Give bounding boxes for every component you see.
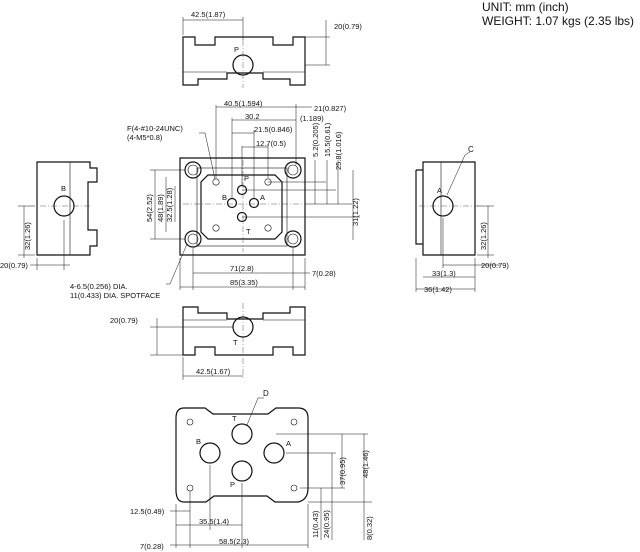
bottom-dim-offset: 20(0.79) — [110, 316, 138, 325]
callout-c: C — [468, 145, 474, 154]
dim-54: 54(2.52) — [145, 194, 154, 222]
dim-25-8: 25.8(1.016) — [334, 131, 343, 170]
top-dim-offset: 20(0.79) — [334, 22, 362, 31]
face-dim-24: 24(0.95) — [322, 510, 331, 538]
port-p-label: P — [234, 45, 239, 54]
right-dim-36: 36(1.42) — [424, 285, 452, 294]
right-dim-offset: 20(0.79) — [481, 261, 509, 270]
dim-15-5: 15.5(0.61) — [323, 122, 332, 157]
face-port-t — [231, 423, 253, 445]
face-port-t-label: T — [232, 414, 237, 423]
face-port-p-label: P — [230, 480, 235, 489]
hole-note-1: 4-6.5(0.256) DIA. — [70, 282, 128, 291]
plan-view: P B A T 40.5(1.594) 21(0.827) 30.2 (1.18… — [70, 99, 360, 300]
plan-port-a-label: A — [260, 193, 265, 202]
dim-21-5: 21.5(0.846) — [254, 125, 293, 134]
bottom-port-t-label: T — [233, 338, 238, 347]
dim-32-5: 32.5(1.28) — [165, 187, 174, 222]
dim-48: 48(1.89) — [156, 194, 165, 222]
dim-40-5: 40.5(1.594) — [224, 99, 263, 108]
face-dim-11: 11(0.43) — [311, 510, 320, 538]
thread-note-2: (4-M5*0.8) — [127, 133, 163, 142]
dim-31: 31(1.22) — [351, 198, 360, 226]
face-dim-37: 37(0.95) — [338, 457, 347, 485]
dim-1-189: (1.189) — [300, 114, 324, 123]
face-port-p — [231, 460, 253, 482]
side-port-b-label: B — [61, 184, 66, 193]
dim-21: 21(0.827) — [314, 104, 347, 113]
dim-5-2: 5.2(0.205) — [311, 122, 320, 157]
bottom-dim-width: 42.5(1.67) — [196, 367, 231, 376]
dim-85: 85(3.35) — [230, 278, 258, 287]
dim-30-2: 30.2 — [245, 112, 260, 121]
face-dim-58-5: 58.5(2.3) — [219, 537, 250, 546]
bottom-elevation-view: T 20(0.79) 42.5(1.67) — [110, 303, 306, 380]
face-dim-35-5: 35.5(1.4) — [199, 517, 230, 526]
unit-weight-block: UNIT: mm (inch) WEIGHT: 1.07 kgs (2.35 l… — [482, 0, 634, 28]
hole-note-2: 11(0.433) DIA. SPOTFACE — [70, 291, 160, 300]
plan-port-b — [226, 197, 238, 209]
dim-71: 71(2.8) — [230, 264, 254, 273]
callout-d: D — [263, 389, 269, 398]
right-side-view: A C 32(1.26) 20(0.79) 33(1.3) 36(1.42) — [415, 145, 509, 294]
mount-hole-tl — [184, 161, 202, 179]
top-dim-width: 42.5(1.87) — [191, 10, 226, 19]
plan-port-a — [248, 197, 260, 209]
unit-label: UNIT: mm (inch) — [482, 0, 569, 14]
mount-hole-bl — [184, 230, 202, 248]
face-port-b-label: B — [196, 437, 201, 446]
dim-12-7: 12.7(0.5) — [256, 139, 287, 148]
side-port-a-label: A — [437, 186, 442, 195]
dim-7: 7(0.28) — [312, 269, 336, 278]
face-dim-8: 8(0.32) — [365, 516, 374, 540]
plan-port-p-label: P — [244, 174, 249, 183]
face-port-a — [263, 442, 285, 464]
face-port-b — [199, 442, 221, 464]
top-elevation-view: P 42.5(1.87) 20(0.79) — [182, 10, 362, 88]
face-dim-7: 7(0.28) — [140, 542, 164, 551]
thread-note-1: F(4-#10-24UNC) — [127, 124, 183, 133]
plan-port-b-label: B — [222, 193, 227, 202]
mount-hole-br — [284, 230, 302, 248]
port-face-view: T B A P D 37(0.95) 48(1.46) 11(0.43) 24(… — [130, 389, 374, 551]
mount-hole-tr — [284, 161, 302, 179]
plan-port-t-label: T — [246, 227, 251, 236]
left-dim-height: 32(1.26) — [23, 222, 32, 250]
weight-label: WEIGHT: 1.07 kgs (2.35 lbs) — [482, 14, 635, 28]
right-dim-33: 33(1.3) — [432, 269, 456, 278]
face-port-a-label: A — [286, 439, 291, 448]
face-dim-12-5: 12.5(0.49) — [130, 507, 165, 516]
face-dim-48: 48(1.46) — [361, 450, 370, 478]
right-dim-height: 32(1.26) — [479, 222, 488, 250]
left-dim-offset: 20(0.79) — [0, 261, 28, 270]
left-side-view: B 32(1.26) 20(0.79) — [0, 161, 98, 270]
